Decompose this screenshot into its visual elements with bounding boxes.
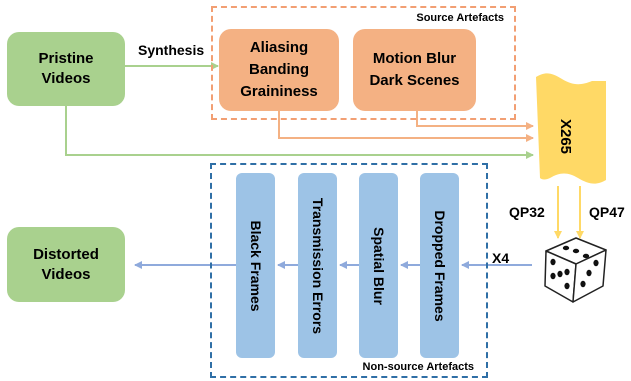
source-artefact-node-motion-blur: Motion Blur Dark Scenes: [353, 29, 476, 111]
nonsource-artefacts-title: Non-source Artefacts: [362, 361, 474, 373]
distorted-videos-node: Distorted Videos: [7, 227, 125, 302]
nonsource-node-spatial-blur: Spatial Blur: [359, 173, 398, 358]
qp-low-edge-label: QP32: [509, 204, 545, 220]
nonsource-node-label: Transmission Errors: [309, 197, 326, 334]
x265-ribbon: [536, 73, 606, 184]
arrow-source-a-to-encoder: [278, 111, 534, 142]
qp-high-edge-label: QP47: [589, 204, 625, 220]
nonsource-node-transmission-errors: Transmission Errors: [298, 173, 337, 358]
source-artefacts-group: Source Artefacts: [211, 6, 516, 120]
nonsource-artefacts-group: Non-source Artefacts: [210, 163, 488, 378]
dice-icon: [544, 237, 607, 303]
nonsource-node-black-frames: Black Frames: [236, 173, 275, 358]
synthesis-edge-label: Synthesis: [138, 42, 205, 58]
arrow-source-b-to-encoder: [416, 111, 534, 130]
source-artefact-node-aliasing: Aliasing Banding Graininess: [219, 29, 339, 111]
repeat-edge-label: X4: [492, 250, 510, 266]
pristine-videos-node: Pristine Videos: [7, 32, 125, 106]
source-artefacts-title: Source Artefacts: [416, 12, 504, 24]
nonsource-node-label: Dropped Frames: [431, 209, 448, 322]
nonsource-node-label: Black Frames: [247, 219, 264, 312]
nonsource-node-dropped-frames: Dropped Frames: [420, 173, 459, 358]
nonsource-node-label: Spatial Blur: [370, 226, 387, 305]
encoder-label: X265: [557, 118, 575, 155]
arrow-pristine-to-encoder: [65, 106, 534, 159]
